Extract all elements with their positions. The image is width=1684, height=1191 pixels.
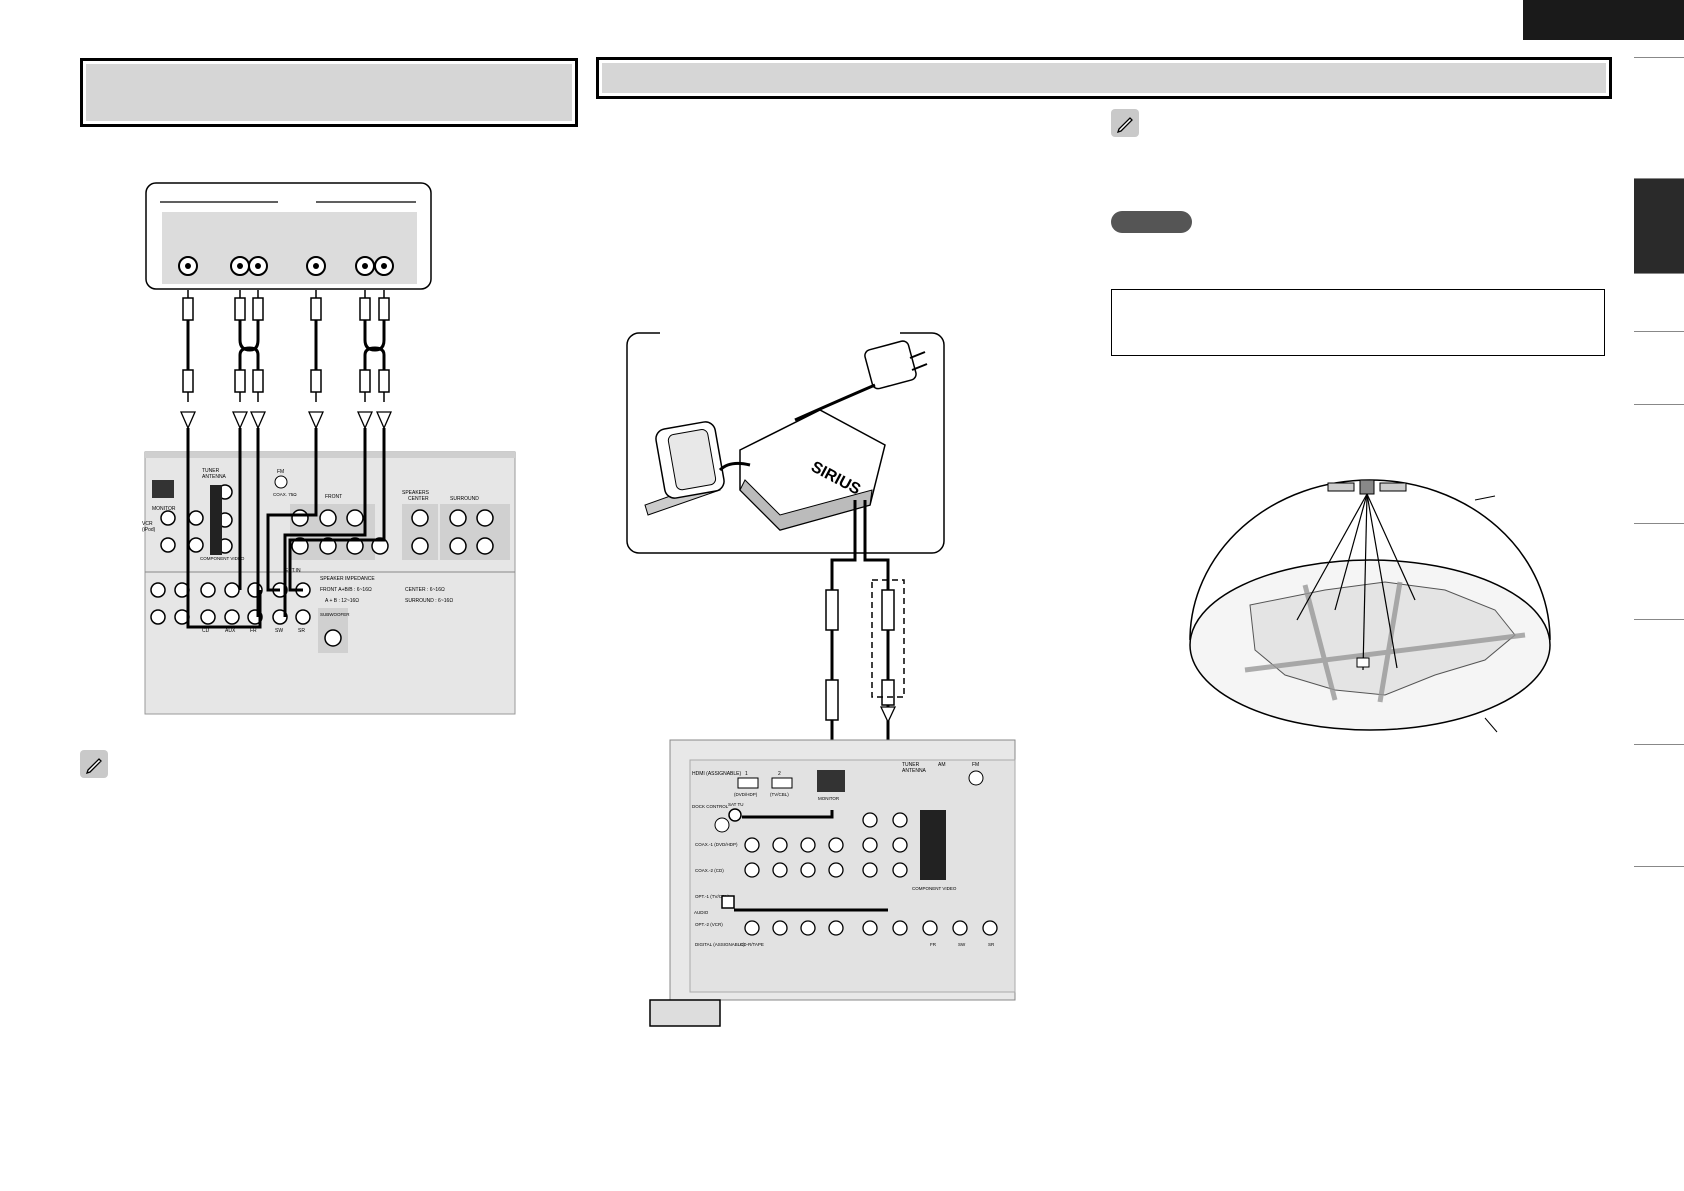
svg-text:FR: FR — [250, 628, 257, 634]
satellite-icon — [1327, 479, 1407, 495]
svg-text:AUDIO: AUDIO — [694, 910, 709, 915]
signal-arrow — [879, 706, 897, 724]
north-america-map — [1249, 581, 1516, 696]
right-section-header — [596, 57, 1612, 99]
rca-cables — [186, 320, 386, 370]
svg-text:(TV/CBL): (TV/CBL) — [770, 792, 789, 797]
side-tab-8[interactable] — [1634, 744, 1684, 867]
preamp-input-panel — [162, 212, 417, 284]
svg-text:EXT.IN: EXT.IN — [285, 568, 301, 574]
svg-text:CENTER : 6~16Ω: CENTER : 6~16Ω — [405, 587, 445, 593]
svg-text:OPT.-2 (VCR): OPT.-2 (VCR) — [695, 922, 723, 927]
svg-text:ANTENNA: ANTENNA — [202, 474, 227, 480]
svg-text:SAT TU: SAT TU — [728, 802, 744, 807]
pencil-note-icon — [80, 750, 108, 778]
right-pencil-note-icon — [1111, 109, 1139, 137]
side-tab-7[interactable] — [1634, 619, 1684, 744]
svg-text:2: 2 — [778, 771, 781, 777]
svg-text:DIGITAL (ASSIGNABLE): DIGITAL (ASSIGNABLE) — [695, 942, 745, 947]
svg-text:ANTENNA: ANTENNA — [902, 768, 927, 774]
preamp-jack-centers — [185, 263, 387, 269]
svg-text:FRONT: FRONT — [325, 494, 342, 500]
receiver-foot — [649, 999, 721, 1027]
svg-text:COAX. 75Ω: COAX. 75Ω — [273, 492, 297, 497]
optical-input-port — [721, 895, 735, 909]
side-tab-bottom-rule — [1634, 866, 1684, 867]
side-tab-1[interactable] — [1634, 57, 1684, 178]
svg-text:COAX.-1 (DVD/HDP): COAX.-1 (DVD/HDP) — [695, 842, 738, 847]
svg-text:TUNER: TUNER — [902, 762, 920, 768]
svg-text:AUX: AUX — [225, 628, 236, 634]
svg-text:SR: SR — [298, 628, 305, 634]
ext-in-jacks — [150, 582, 311, 625]
rca-plugs — [182, 297, 390, 393]
receiver-location-icon — [1356, 657, 1370, 668]
svg-text:CD-R/TAPE: CD-R/TAPE — [740, 942, 764, 947]
left-section-header — [80, 58, 578, 127]
svg-text:FM: FM — [277, 469, 284, 475]
north-america-coverage-diagram — [1189, 479, 1551, 733]
svg-text:FR: FR — [930, 942, 937, 947]
optional-cable-dashed-box — [871, 579, 905, 698]
svg-text:(iPod): (iPod) — [142, 527, 156, 533]
side-tab-4[interactable] — [1634, 331, 1684, 404]
svg-text:A + B : 12~16Ω: A + B : 12~16Ω — [325, 598, 359, 604]
svg-text:FM: FM — [972, 762, 979, 768]
sirius-tuner-icon: SIRIUS — [739, 409, 886, 531]
svg-text:SPEAKERS: SPEAKERS — [402, 490, 430, 496]
svg-text:AM: AM — [938, 762, 946, 768]
svg-text:COMPONENT VIDEO: COMPONENT VIDEO — [200, 556, 245, 561]
svg-text:SW: SW — [958, 942, 966, 947]
side-tab-3[interactable] — [1634, 273, 1684, 331]
svg-text:MONITOR: MONITOR — [818, 796, 840, 801]
side-tab-6[interactable] — [1634, 523, 1684, 619]
svg-text:TUNER: TUNER — [202, 468, 220, 474]
svg-text:SUBWOOFER: SUBWOOFER — [320, 612, 350, 617]
sirius-connection-diagram: SIRIUS HDMI (ASSIGNABLE) 1 2 (DVD/HDP) (… — [626, 331, 1016, 1027]
svg-text:1: 1 — [745, 771, 748, 777]
svg-text:HDMI (ASSIGNABLE): HDMI (ASSIGNABLE) — [692, 771, 742, 777]
svg-text:OPT.-1 (TV/CBL): OPT.-1 (TV/CBL) — [695, 894, 730, 899]
side-tab-5[interactable] — [1634, 404, 1684, 523]
cable-plugs — [825, 589, 895, 721]
svg-text:SW: SW — [275, 628, 283, 634]
signal-arrows — [180, 411, 392, 430]
receiver-jacks — [744, 812, 998, 936]
language-tab-block — [1523, 0, 1684, 40]
satellite-antenna-icon — [644, 421, 725, 516]
svg-text:FRONT A+B/B : 6~16Ω: FRONT A+B/B : 6~16Ω — [320, 587, 372, 593]
svg-text:SPEAKER IMPEDANCE: SPEAKER IMPEDANCE — [320, 576, 375, 582]
boxed-notice — [1111, 289, 1605, 356]
svg-text:SR: SR — [988, 942, 995, 947]
receiver-rear-panel-left — [144, 451, 516, 715]
svg-text:DOCK CONTROL: DOCK CONTROL — [692, 804, 729, 809]
hdmi-monitor-port — [152, 480, 174, 498]
power-adapter-icon — [864, 340, 928, 390]
sub-zone-preamp-diagram: MONITOR TUNER ANTENNA FM COAX. 75Ω SPEAK… — [142, 182, 516, 715]
plug-tips — [187, 290, 385, 402]
svg-text:(DVD/HDP): (DVD/HDP) — [734, 792, 758, 797]
svg-text:CD: CD — [202, 628, 210, 634]
svg-text:COMPONENT VIDEO: COMPONENT VIDEO — [912, 886, 957, 891]
svg-text:COAX.-2 (CD): COAX.-2 (CD) — [695, 868, 724, 873]
note-pill-badge — [1111, 211, 1192, 233]
svg-text:VCR: VCR — [142, 521, 153, 527]
svg-text:MONITOR: MONITOR — [152, 506, 176, 512]
panel-cables — [186, 428, 386, 629]
svg-text:SURROUND : 6~16Ω: SURROUND : 6~16Ω — [405, 598, 453, 604]
side-tab-2[interactable] — [1634, 178, 1684, 273]
svg-text:SURROUND: SURROUND — [450, 496, 479, 502]
svg-text:CENTER: CENTER — [408, 496, 429, 502]
